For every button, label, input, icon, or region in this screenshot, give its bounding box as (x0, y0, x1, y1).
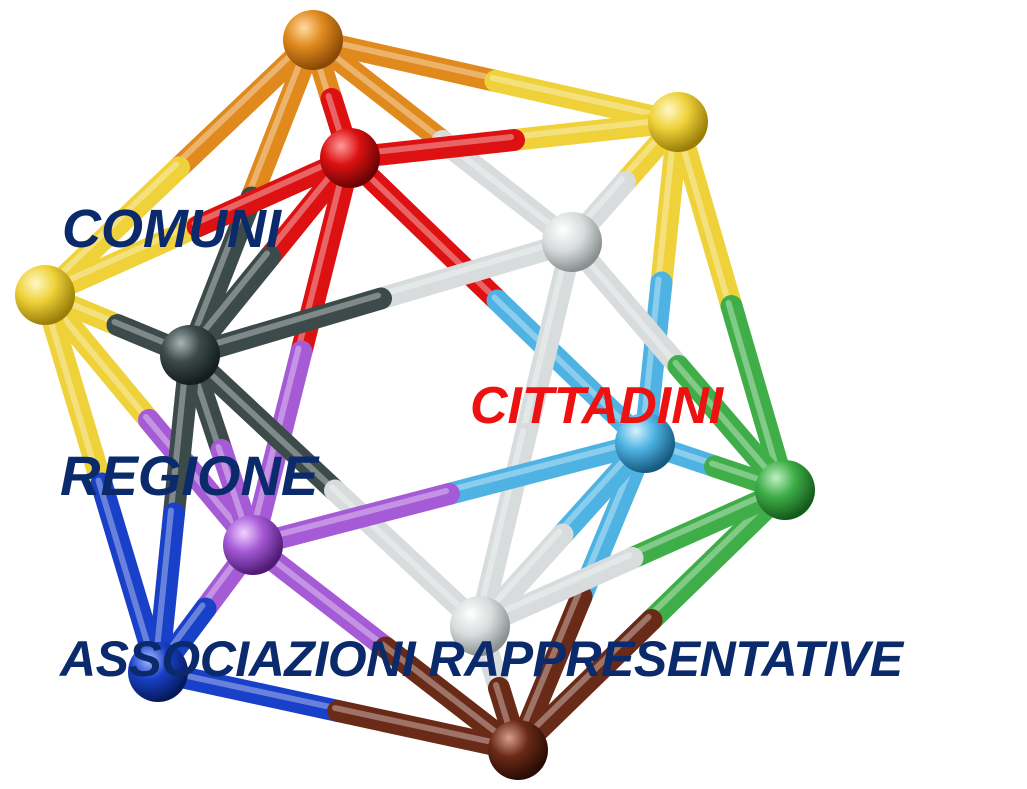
label-comuni: COMUNI (62, 202, 281, 256)
atom-node-white (542, 212, 602, 272)
atom-node-green (755, 460, 815, 520)
atom-node-gray (160, 325, 220, 385)
atom-node-red (320, 128, 380, 188)
atom-node-yellowR (648, 92, 708, 152)
atom-node-orange (283, 10, 343, 70)
atom-node-brown (488, 720, 548, 780)
label-associazioni-rappresentative: ASSOCIAZIONI RAPPRESENTATIVE (60, 634, 903, 684)
label-regione: REGIONE (60, 448, 318, 504)
atom-node-yellowL (15, 265, 75, 325)
label-cittadini: CITTADINI (470, 380, 723, 432)
bond-highlight (493, 78, 676, 119)
atom-node-purple (223, 515, 283, 575)
